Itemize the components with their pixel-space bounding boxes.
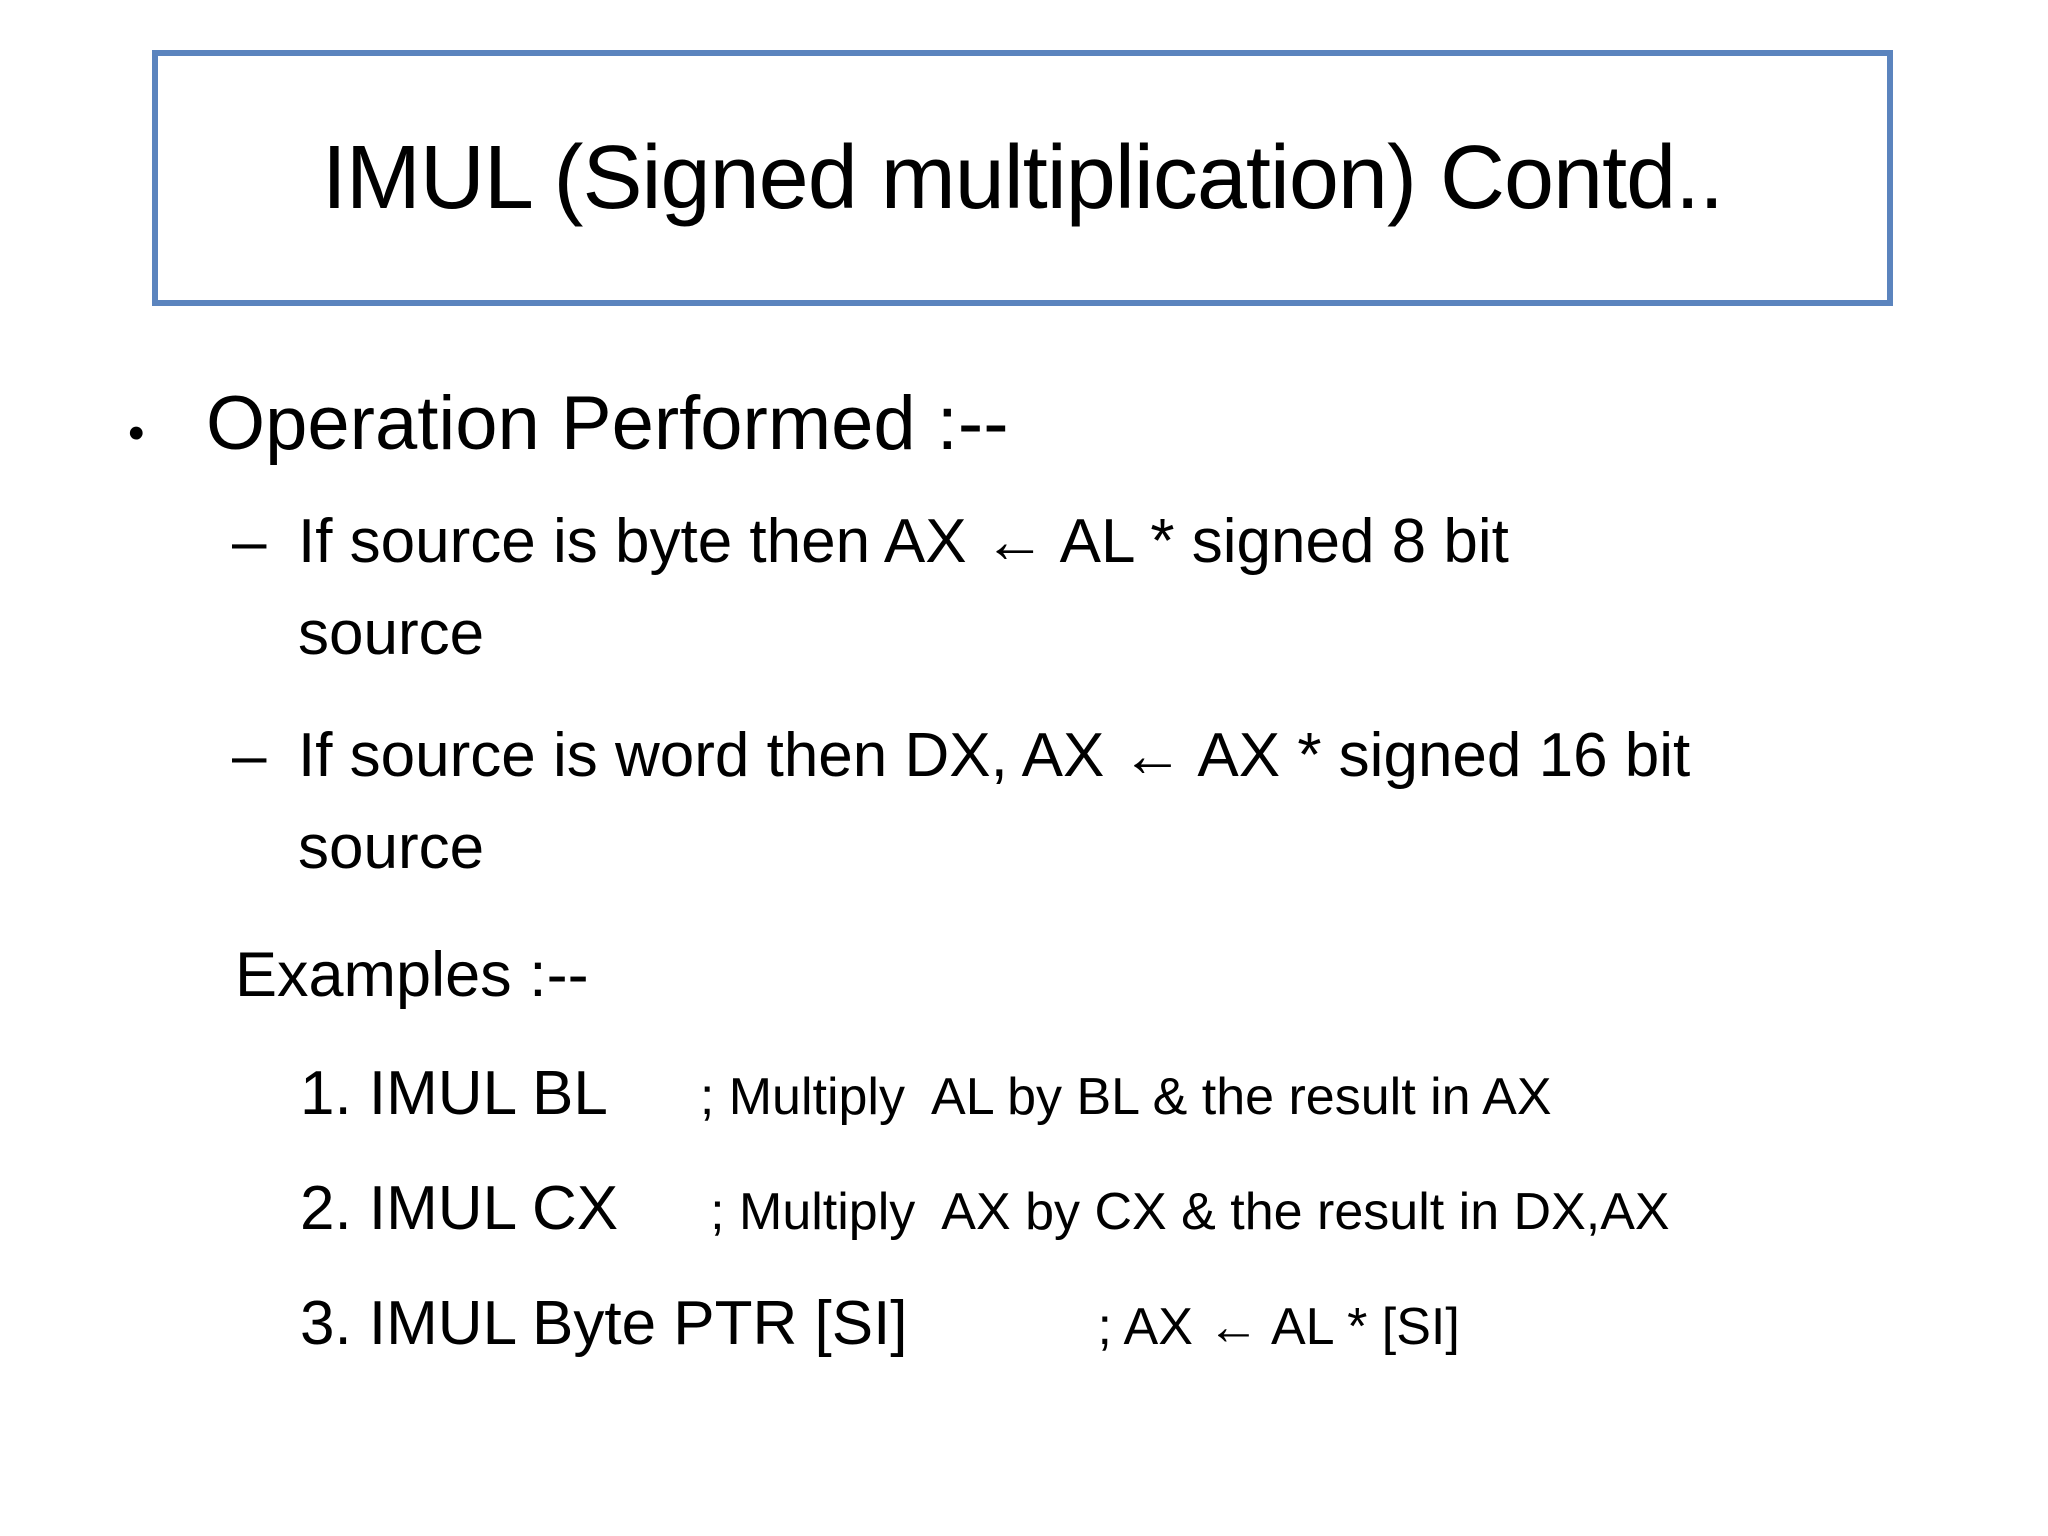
sub-point-byte: – If source is byte then AX ← AL * signe… <box>232 496 1509 680</box>
example-line-1: 1. IMUL BL ; Multiply AL by BL & the res… <box>300 1058 1552 1129</box>
example-1-instruction: 1. IMUL BL <box>300 1059 608 1128</box>
sub-point-word: – If source is word then DX, AX ← AX * s… <box>232 710 1690 894</box>
bullet-item-operation: • Operation Performed :-- <box>128 378 1009 469</box>
example-2-instruction: 2. IMUL CX <box>300 1174 619 1243</box>
example-3-comment: ; AX ← AL * [SI] <box>1097 1298 1460 1356</box>
dash-icon: – <box>232 507 267 576</box>
left-arrow-icon: ← <box>1207 1298 1260 1356</box>
sub-point-byte-text: If source is byte then AX ← AL * signed … <box>298 507 1509 668</box>
dash-icon: – <box>232 721 267 790</box>
bullet-dot-icon: • <box>128 406 145 459</box>
title-box: IMUL (Signed multiplication) Contd.. <box>152 50 1893 306</box>
example-2-comment: ; Multiply AX by CX & the result in DX,A… <box>710 1183 1670 1241</box>
left-arrow-icon: ← <box>983 507 1046 576</box>
examples-heading: Examples :-- <box>235 940 589 1010</box>
sub-point-word-text: If source is word then DX, AX ← AX * sig… <box>298 721 1691 882</box>
example-1-comment: ; Multiply AL by BL & the result in AX <box>699 1068 1552 1126</box>
example-3-instruction: 3. IMUL Byte PTR [SI] <box>300 1289 908 1358</box>
example-line-2: 2. IMUL CX ; Multiply AX by CX & the res… <box>300 1173 1670 1244</box>
example-line-3: 3. IMUL Byte PTR [SI] ; AX ← AL * [SI] <box>300 1288 1460 1359</box>
left-arrow-icon: ← <box>1121 721 1184 790</box>
operation-performed-label: Operation Performed :-- <box>206 381 1009 466</box>
page-title: IMUL (Signed multiplication) Contd.. <box>321 127 1724 228</box>
